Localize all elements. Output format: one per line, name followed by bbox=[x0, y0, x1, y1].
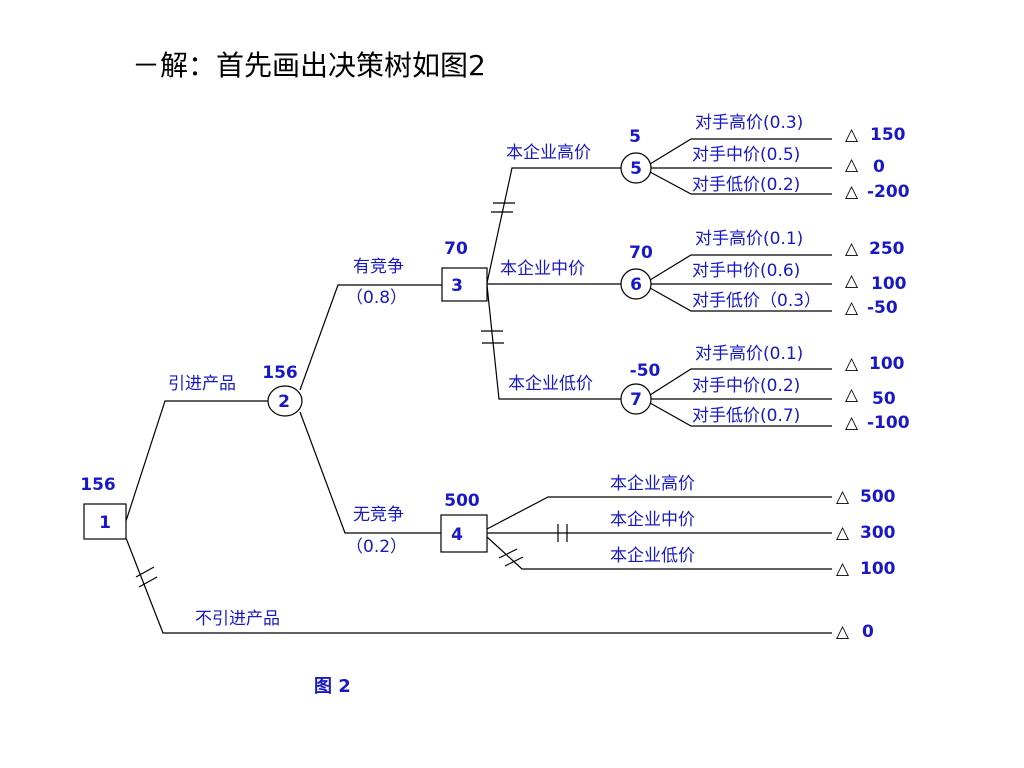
figure-caption: 图 2 bbox=[314, 676, 351, 697]
prune-mark-no-import bbox=[135, 566, 158, 588]
label-mid-price: 本企业中价 bbox=[500, 259, 585, 279]
chance-node-6 bbox=[620, 268, 652, 300]
n4-option-0-label: 本企业高价 bbox=[610, 474, 695, 494]
n7-outcome-0-label: 对手高价(0.1) bbox=[695, 344, 803, 364]
n6-outcome-1-label: 对手中价(0.6) bbox=[692, 261, 800, 281]
node-5-value: 5 bbox=[629, 127, 641, 147]
node-1-value: 156 bbox=[80, 475, 116, 495]
prune-mark-low-option bbox=[498, 548, 524, 567]
n6-payoff-0: 250 bbox=[869, 239, 905, 259]
label-no-competition-prob: （0.2） bbox=[346, 537, 407, 557]
n7-outcome-high bbox=[649, 368, 832, 396]
branch-competition bbox=[299, 284, 442, 391]
n7-terminal-0-icon: △ bbox=[845, 354, 859, 374]
prune-mark-mid-option bbox=[557, 524, 568, 542]
node-3-value: 70 bbox=[444, 239, 468, 259]
n5-outcome-low bbox=[649, 171, 832, 195]
node-6-value: 70 bbox=[629, 243, 653, 263]
n5-outcome-0-label: 对手高价(0.3) bbox=[695, 113, 803, 133]
n5-terminal-2-icon: △ bbox=[845, 182, 859, 202]
n6-terminal-0-icon: △ bbox=[845, 239, 859, 259]
n5-outcome-high bbox=[649, 138, 832, 165]
branch-import bbox=[125, 400, 270, 522]
label-low-price: 本企业低价 bbox=[508, 374, 593, 394]
n7-outcome-low bbox=[649, 402, 832, 427]
n4-option-high bbox=[486, 496, 832, 530]
no-import-terminal-icon: △ bbox=[836, 622, 850, 642]
n5-terminal-1-icon: △ bbox=[845, 155, 859, 175]
chance-node-5 bbox=[620, 152, 652, 184]
n7-outcome-2-label: 对手低价(0.7) bbox=[692, 406, 800, 426]
branch-low-price bbox=[486, 284, 621, 400]
n7-terminal-2-icon: △ bbox=[845, 413, 859, 433]
n4-option-low bbox=[486, 536, 832, 570]
n4-terminal-0-icon: △ bbox=[836, 487, 850, 507]
branch-no-competition bbox=[299, 411, 441, 534]
n7-payoff-1: 50 bbox=[872, 389, 896, 409]
prune-mark-high-price bbox=[491, 202, 515, 213]
decision-node-3 bbox=[441, 267, 488, 302]
n4-payoff-2: 100 bbox=[860, 559, 896, 579]
node-4-number: 4 bbox=[451, 525, 463, 545]
decision-node-1 bbox=[83, 503, 127, 540]
node-2-number: 2 bbox=[278, 392, 290, 412]
n4-terminal-1-icon: △ bbox=[836, 523, 850, 543]
prune-marks bbox=[135, 202, 568, 588]
node-5-number: 5 bbox=[630, 159, 642, 179]
n4-option-1-label: 本企业中价 bbox=[610, 510, 695, 530]
n5-payoff-0: 150 bbox=[870, 125, 906, 145]
label-high-price: 本企业高价 bbox=[506, 143, 591, 163]
n5-terminal-0-icon: △ bbox=[845, 125, 859, 145]
n4-option-2-label: 本企业低价 bbox=[610, 546, 695, 566]
slide-heading: －解：首先画出决策树如图2 bbox=[132, 49, 486, 82]
node-3-number: 3 bbox=[451, 276, 463, 296]
label-competition-prob: （0.8） bbox=[346, 288, 407, 308]
n5-payoff-2: -200 bbox=[867, 182, 910, 202]
n6-terminal-2-icon: △ bbox=[845, 298, 859, 318]
node-2-value: 156 bbox=[262, 363, 298, 383]
branch-no-import bbox=[125, 537, 832, 634]
node-1-number: 1 bbox=[99, 513, 111, 533]
n7-payoff-0: 100 bbox=[869, 354, 905, 374]
node-7-value: -50 bbox=[630, 361, 661, 381]
decision-node-4 bbox=[440, 514, 488, 553]
prune-mark-low-price bbox=[481, 330, 504, 344]
n6-payoff-2: -50 bbox=[867, 298, 898, 318]
label-no-competition: 无竞争 bbox=[353, 505, 404, 525]
branch-high-price bbox=[486, 167, 621, 284]
n7-terminal-1-icon: △ bbox=[845, 385, 859, 405]
n7-outcome-1-label: 对手中价(0.2) bbox=[692, 376, 800, 396]
n4-payoff-0: 500 bbox=[860, 487, 896, 507]
n4-terminal-2-icon: △ bbox=[836, 559, 850, 579]
n6-outcome-0-label: 对手高价(0.1) bbox=[695, 229, 803, 249]
no-import-payoff: 0 bbox=[862, 622, 874, 642]
n7-payoff-2: -100 bbox=[867, 413, 910, 433]
n6-outcome-high bbox=[649, 254, 832, 281]
n6-outcome-2-label: 对手低价（0.3） bbox=[692, 291, 821, 311]
n5-outcome-1-label: 对手中价(0.5) bbox=[692, 145, 800, 165]
node-4-value: 500 bbox=[444, 491, 480, 511]
n6-payoff-1: 100 bbox=[871, 274, 907, 294]
label-competition: 有竞争 bbox=[353, 257, 404, 277]
n5-outcome-2-label: 对手低价(0.2) bbox=[692, 175, 800, 195]
label-import-product: 引进产品 bbox=[168, 374, 236, 394]
chance-node-7 bbox=[620, 383, 652, 415]
n6-outcome-low bbox=[649, 287, 832, 312]
node-7-number: 7 bbox=[630, 390, 642, 410]
chance-node-2 bbox=[267, 385, 303, 417]
n4-payoff-1: 300 bbox=[860, 523, 896, 543]
node-6-number: 6 bbox=[630, 275, 642, 295]
tree-branches bbox=[125, 138, 832, 634]
n5-payoff-1: 0 bbox=[873, 157, 885, 177]
n6-terminal-1-icon: △ bbox=[845, 271, 859, 291]
label-no-import-product: 不引进产品 bbox=[195, 609, 280, 629]
